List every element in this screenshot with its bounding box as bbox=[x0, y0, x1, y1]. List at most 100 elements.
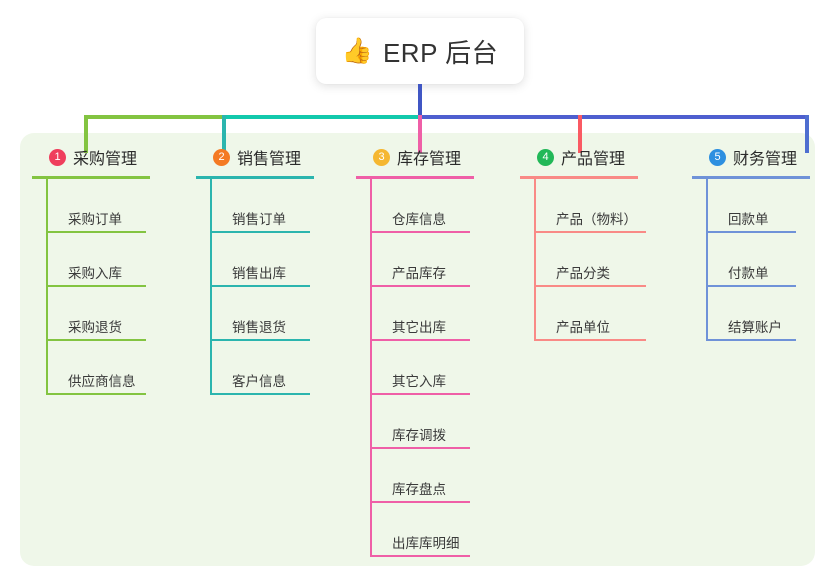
branch-item-underline bbox=[212, 393, 310, 395]
branch-badge-1: 1 bbox=[49, 148, 66, 166]
branch-title-2: 销售管理 bbox=[237, 151, 302, 168]
branch-item-underline bbox=[48, 339, 146, 341]
branch-item[interactable]: 销售出库 bbox=[210, 233, 314, 287]
branch-item-underline bbox=[708, 231, 796, 233]
branch-item-label: 结算账户 bbox=[728, 320, 782, 335]
branch-item-label: 出库库明细 bbox=[392, 536, 460, 551]
branch-item-underline bbox=[372, 501, 470, 503]
branch-title-4: 产品管理 bbox=[561, 151, 626, 168]
branch-item[interactable]: 采购退货 bbox=[46, 287, 150, 341]
branch-item-underline bbox=[212, 285, 310, 287]
branch-children-2: 销售订单销售出库销售退货客户信息 bbox=[196, 179, 314, 395]
branch-item[interactable]: 供应商信息 bbox=[46, 341, 150, 395]
branch-item[interactable]: 结算账户 bbox=[706, 287, 810, 341]
branch-item-label: 销售订单 bbox=[232, 212, 286, 227]
branch-title-5: 财务管理 bbox=[733, 151, 798, 168]
branch-item[interactable]: 出库库明细 bbox=[370, 503, 474, 557]
branch-item-underline bbox=[372, 339, 470, 341]
branch-item[interactable]: 采购订单 bbox=[46, 179, 150, 233]
branch-item-label: 供应商信息 bbox=[68, 374, 136, 389]
branch-item[interactable]: 客户信息 bbox=[210, 341, 314, 395]
branch-children-4: 产品（物料） 产品分类产品单位 bbox=[520, 179, 646, 341]
branch-item-label: 回款单 bbox=[728, 212, 769, 227]
branch-underline-1 bbox=[32, 176, 150, 179]
branch-spine-3 bbox=[370, 179, 372, 557]
branch-item-label: 其它出库 bbox=[392, 320, 446, 335]
branch-header-5[interactable]: 5 财务管理 bbox=[692, 144, 810, 170]
branch-underline-3 bbox=[356, 176, 474, 179]
branch-item[interactable]: 其它入库 bbox=[370, 341, 474, 395]
trunk-segment-teal bbox=[222, 115, 418, 119]
branch-item-label: 产品库存 bbox=[392, 266, 446, 281]
branch-item-label: 库存调拨 bbox=[392, 428, 446, 443]
branch-drop-4 bbox=[578, 115, 582, 153]
branch-header-1[interactable]: 1 采购管理 bbox=[32, 144, 150, 170]
diagram-background-panel bbox=[20, 133, 815, 566]
branch-item-underline bbox=[708, 339, 796, 341]
thumbs-up-icon: 👍 bbox=[341, 36, 373, 65]
branch-item-underline bbox=[708, 285, 796, 287]
branch-item[interactable]: 仓库信息 bbox=[370, 179, 474, 233]
branch-item-label: 产品单位 bbox=[556, 320, 610, 335]
branch-badge-5: 5 bbox=[709, 148, 726, 166]
branch-item[interactable]: 产品库存 bbox=[370, 233, 474, 287]
branch-item-underline bbox=[48, 393, 146, 395]
root-node[interactable]: 👍 ERP 后台 bbox=[316, 18, 524, 84]
branch-item-underline bbox=[372, 555, 470, 557]
branch-item[interactable]: 库存调拨 bbox=[370, 395, 474, 449]
root-stem-connector bbox=[418, 84, 422, 117]
branch-item[interactable]: 采购入库 bbox=[46, 233, 150, 287]
branch-underline-5 bbox=[692, 176, 810, 179]
branch-drop-3 bbox=[418, 115, 422, 153]
branch-item[interactable]: 回款单 bbox=[706, 179, 810, 233]
branch-item-underline bbox=[536, 285, 646, 287]
branch-item-underline bbox=[372, 285, 470, 287]
branch-item[interactable]: 付款单 bbox=[706, 233, 810, 287]
root-title: ERP 后台 bbox=[382, 37, 499, 68]
branch-drop-2 bbox=[222, 115, 226, 153]
branch-children-3: 仓库信息产品库存其它出库其它入库库存调拨库存盘点出库库明细 bbox=[356, 179, 474, 557]
branch-item[interactable]: 产品单位 bbox=[534, 287, 646, 341]
branch-spine-2 bbox=[210, 179, 212, 395]
branch-underline-4 bbox=[520, 176, 638, 179]
branch-spine-4 bbox=[534, 179, 536, 341]
branch-item-underline bbox=[212, 231, 310, 233]
branch-badge-3: 3 bbox=[373, 148, 390, 166]
branch-item-label: 销售出库 bbox=[232, 266, 286, 281]
branch-title-1: 采购管理 bbox=[73, 151, 138, 168]
branch-item-label: 采购入库 bbox=[68, 266, 122, 281]
branch-item-label: 销售退货 bbox=[232, 320, 286, 335]
branch-item-underline bbox=[372, 393, 470, 395]
branch-item[interactable]: 产品分类 bbox=[534, 233, 646, 287]
branch-item-label: 产品（物料） bbox=[556, 212, 637, 227]
branch-item[interactable]: 销售退货 bbox=[210, 287, 314, 341]
trunk-segment-indigo bbox=[418, 115, 809, 119]
branch-item[interactable]: 其它出库 bbox=[370, 287, 474, 341]
branch-drop-1 bbox=[84, 115, 88, 153]
branch-drop-5 bbox=[805, 115, 809, 153]
branch-item-label: 其它入库 bbox=[392, 374, 446, 389]
branch-item-underline bbox=[48, 231, 146, 233]
branch-item-label: 产品分类 bbox=[556, 266, 610, 281]
branch-item-label: 采购订单 bbox=[68, 212, 122, 227]
branch-item[interactable]: 销售订单 bbox=[210, 179, 314, 233]
branch-item-underline bbox=[48, 285, 146, 287]
branch-children-5: 回款单付款单结算账户 bbox=[692, 179, 810, 341]
branch-children-1: 采购订单采购入库采购退货供应商信息 bbox=[32, 179, 150, 395]
branch-column-1: 1 采购管理采购订单采购入库采购退货供应商信息 bbox=[32, 144, 150, 395]
branch-item[interactable]: 产品（物料） bbox=[534, 179, 646, 233]
branch-item[interactable]: 库存盘点 bbox=[370, 449, 474, 503]
branch-item-underline bbox=[536, 231, 646, 233]
branch-item-underline bbox=[372, 447, 470, 449]
branch-spine-1 bbox=[46, 179, 48, 395]
branch-item-underline bbox=[536, 339, 646, 341]
branch-item-underline bbox=[212, 339, 310, 341]
branch-item-underline bbox=[372, 231, 470, 233]
branch-underline-2 bbox=[196, 176, 314, 179]
